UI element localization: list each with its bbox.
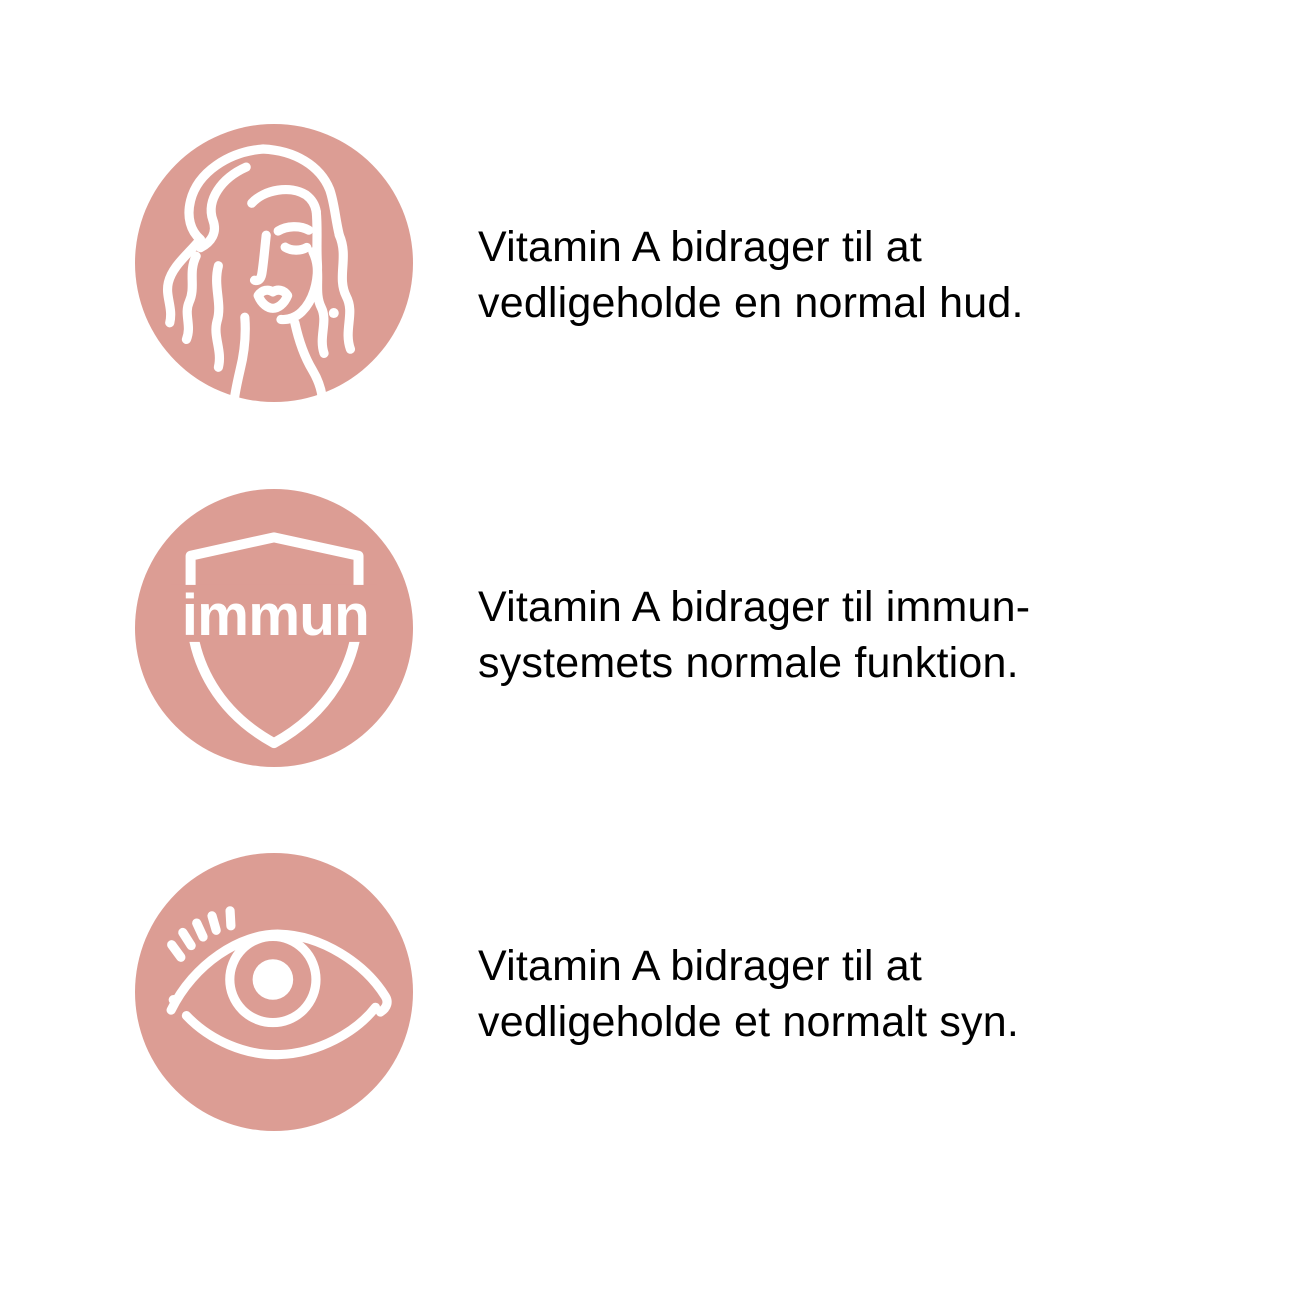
benefit-caption-skin: Vitamin A bidrager til at vedligeholde e…	[478, 219, 1138, 331]
caption-line: Vitamin A bidrager til at	[478, 942, 923, 990]
caption-line: Vitamin A bidrager til immun-	[478, 583, 1031, 631]
benefit-row-immune: immun Vitamin A bidrager til immun- syst…	[0, 489, 1308, 767]
caption-line: vedligeholde et normalt syn.	[478, 998, 1020, 1046]
caption-line: vedligeholde en normal hud.	[478, 279, 1024, 327]
woman-face-icon	[135, 124, 413, 402]
vision-badge	[135, 853, 413, 1131]
immune-badge: immun	[135, 489, 413, 767]
benefit-caption-vision: Vitamin A bidrager til at vedligeholde e…	[478, 938, 1138, 1050]
caption-line: Vitamin A bidrager til at	[478, 223, 923, 271]
caption-line: systemets normale funktion.	[478, 639, 1019, 687]
eye-icon	[135, 853, 413, 1131]
immune-shield-icon: immun	[135, 489, 413, 767]
benefit-row-skin: Vitamin A bidrager til at vedligeholde e…	[0, 124, 1308, 402]
shield-label-text: immun	[182, 583, 369, 648]
skin-badge	[135, 124, 413, 402]
benefit-caption-immune: Vitamin A bidrager til immun- systemets …	[478, 579, 1138, 691]
benefit-row-vision: Vitamin A bidrager til at vedligeholde e…	[0, 853, 1308, 1131]
